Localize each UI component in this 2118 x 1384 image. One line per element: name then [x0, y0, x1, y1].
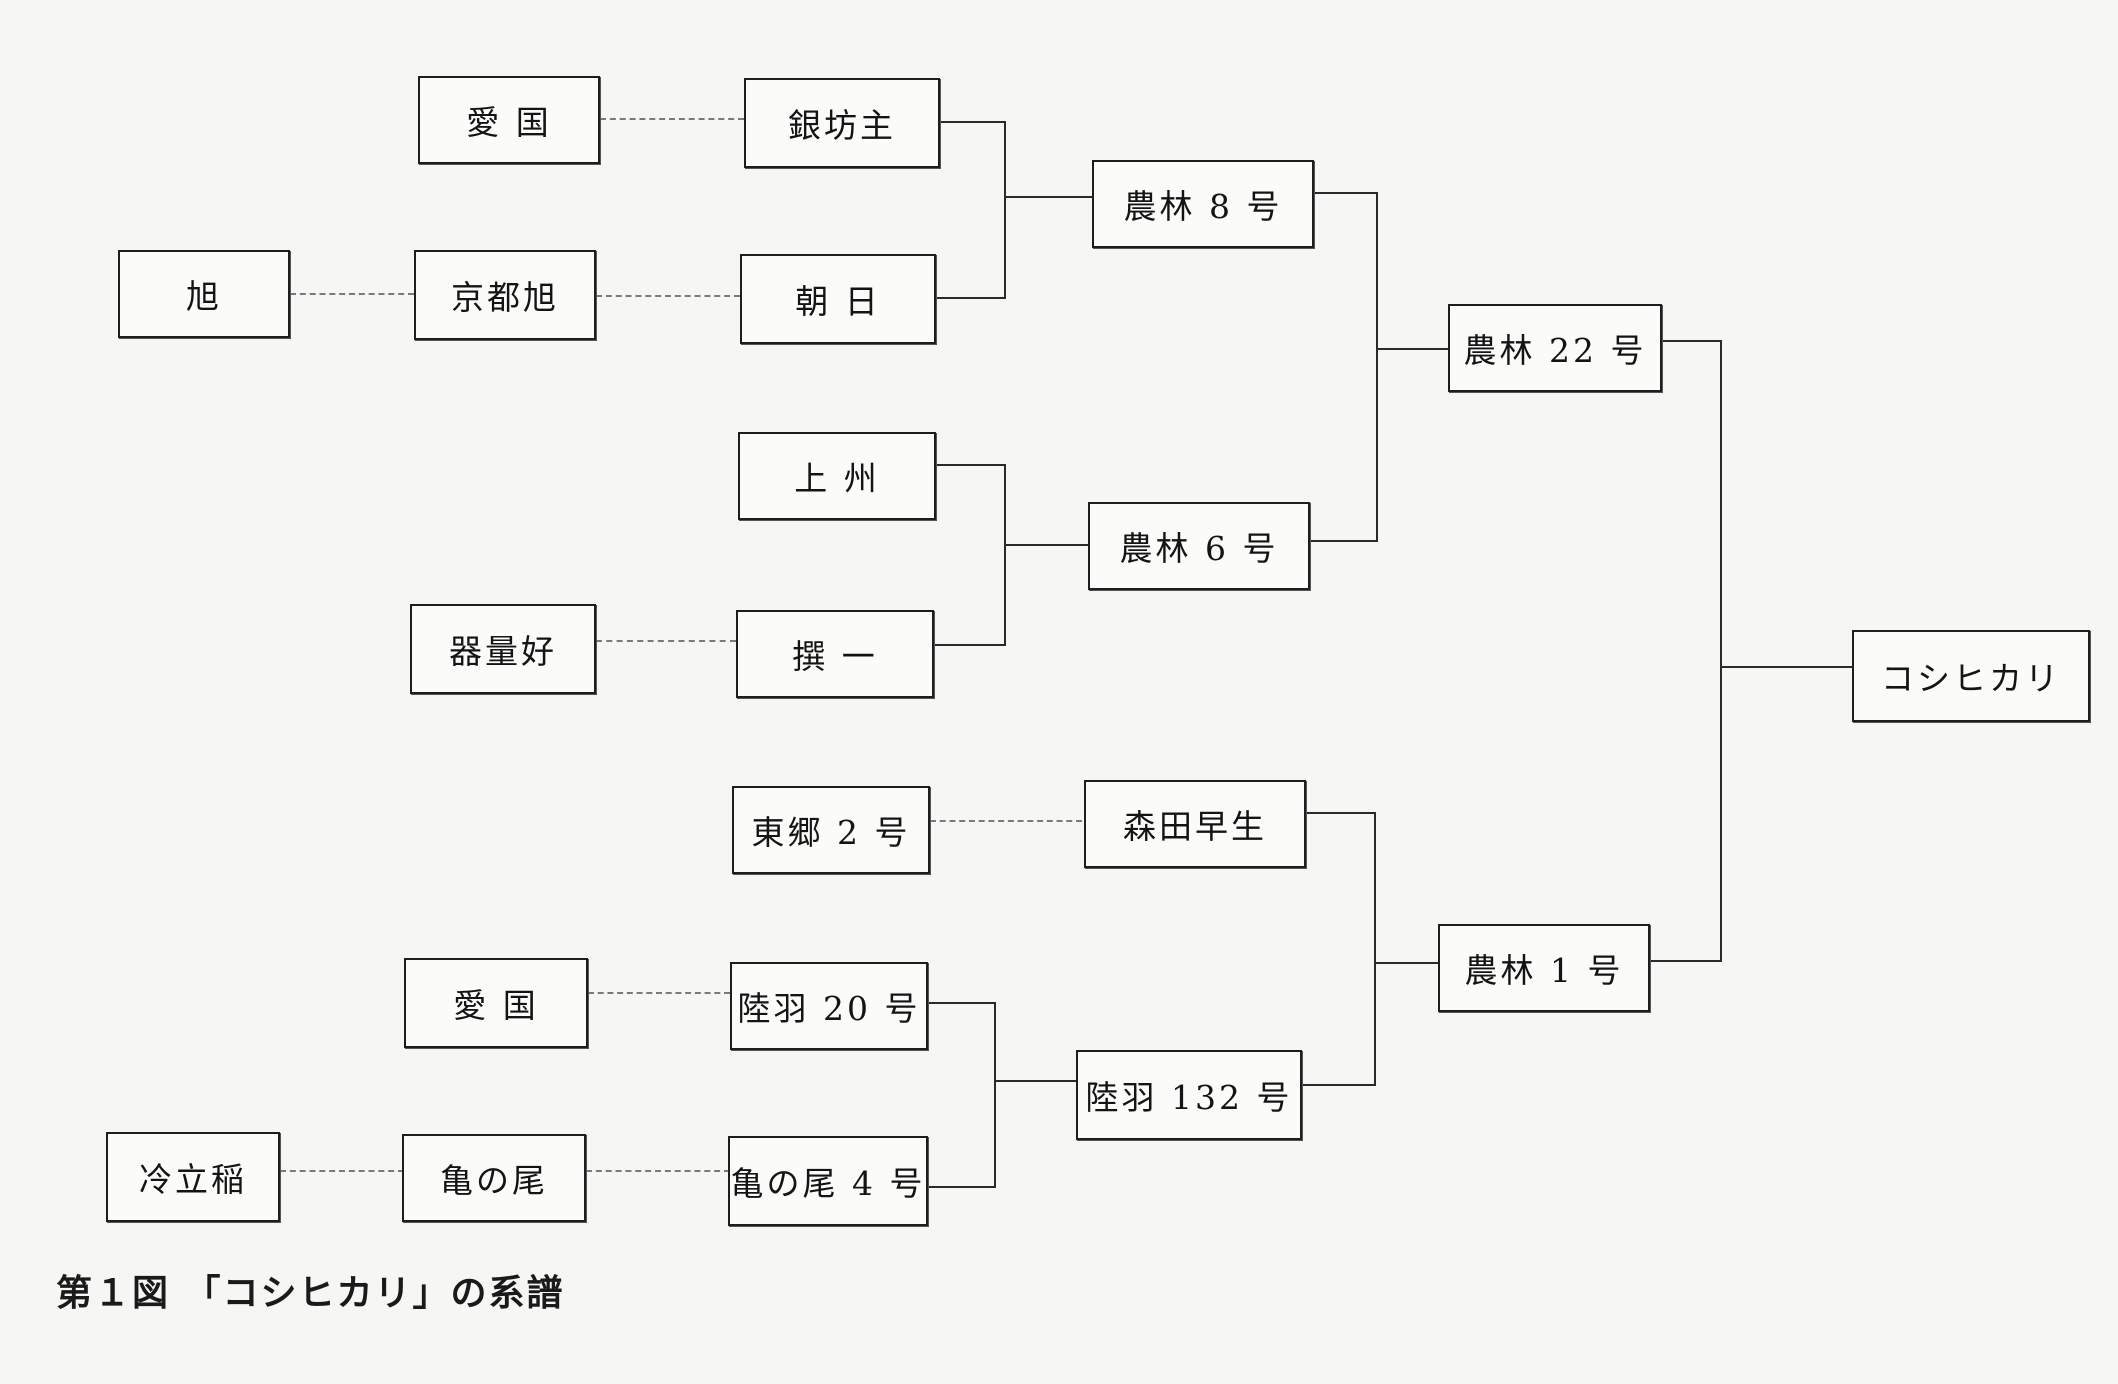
connector [1720, 340, 1722, 962]
node-label: 農林 22 号 [1463, 331, 1647, 370]
dashed-link [600, 118, 744, 120]
node-rikuu20: 陸羽 20 号 [730, 962, 928, 1050]
node-label: 農林 6 号 [1119, 529, 1279, 568]
node-label: 陸羽 132 号 [1085, 1078, 1293, 1117]
node-joshu: 上 州 [738, 432, 936, 520]
connector [1004, 544, 1088, 546]
node-label: 亀の尾 4 号 [730, 1164, 926, 1203]
node-aikoku-top: 愛 国 [418, 76, 600, 164]
dashed-link [290, 293, 414, 295]
node-kamenoo: 亀の尾 [402, 1134, 586, 1222]
node-label: 森田早生 [1123, 807, 1267, 846]
node-label: 器量好 [449, 632, 557, 671]
node-label: 撰 一 [792, 637, 878, 676]
node-label: コシヒカリ [1881, 659, 2061, 698]
node-label: 亀の尾 [440, 1161, 548, 1200]
dashed-link [588, 992, 730, 994]
node-label: 陸羽 20 号 [737, 989, 921, 1028]
connector [1306, 812, 1376, 814]
dashed-link [596, 295, 740, 297]
dashed-link [586, 1170, 730, 1172]
node-label: 愛 国 [466, 103, 552, 142]
node-togo2: 東郷 2 号 [732, 786, 930, 874]
connector [1720, 666, 1852, 668]
node-kamenoo4: 亀の尾 4 号 [728, 1136, 928, 1226]
connector [1300, 1084, 1376, 1086]
node-label: 朝 日 [795, 282, 881, 321]
connector [1374, 962, 1438, 964]
node-norin22: 農林 22 号 [1448, 304, 1662, 392]
connector [994, 1002, 996, 1188]
node-asahi: 旭 [118, 250, 290, 338]
node-label: 銀坊主 [788, 106, 896, 145]
connector [1004, 196, 1092, 198]
node-label: 旭 [186, 277, 222, 316]
node-label: 農林 8 号 [1123, 187, 1283, 226]
node-kyoto-asahi: 京都旭 [414, 250, 596, 340]
connector [934, 464, 1006, 466]
connector [1309, 540, 1378, 542]
connector [1004, 464, 1006, 646]
connector [1374, 812, 1376, 1086]
node-label: 愛 国 [453, 986, 539, 1025]
node-koshihikari: コシヒカリ [1852, 630, 2090, 722]
node-asahi-hi: 朝 日 [740, 254, 936, 344]
node-label: 京都旭 [451, 278, 559, 317]
node-label: 東郷 2 号 [751, 813, 911, 852]
connector [1004, 121, 1006, 299]
node-label: 冷立稲 [139, 1160, 247, 1199]
node-kiryoyoshi: 器量好 [410, 604, 596, 694]
connector [938, 121, 1006, 123]
node-norin8: 農林 8 号 [1092, 160, 1314, 248]
connector [1648, 960, 1722, 962]
node-label: 上 州 [794, 459, 880, 498]
figure-caption: 第１図 「コシヒカリ」の系譜 [56, 1273, 565, 1314]
node-reiritsuine: 冷立稲 [106, 1132, 280, 1222]
connector [928, 1002, 996, 1004]
connector [1610, 340, 1722, 342]
connector [994, 1080, 1076, 1082]
node-aikoku-bottom: 愛 国 [404, 958, 588, 1048]
dashed-link [596, 640, 736, 642]
node-senichi: 撰 一 [736, 610, 934, 698]
connector [1314, 192, 1378, 194]
node-norin1: 農林 1 号 [1438, 924, 1650, 1012]
connector [1376, 192, 1378, 542]
node-label: 農林 1 号 [1464, 951, 1624, 990]
dashed-link [930, 820, 1082, 822]
node-rikuu132: 陸羽 132 号 [1076, 1050, 1302, 1140]
dashed-link [280, 1170, 404, 1172]
connector [1376, 348, 1448, 350]
connector [928, 1186, 996, 1188]
node-moritawase: 森田早生 [1084, 780, 1306, 868]
node-ginbozu: 銀坊主 [744, 78, 940, 168]
connector [934, 297, 1006, 299]
node-norin6: 農林 6 号 [1088, 502, 1310, 590]
connector [932, 644, 1006, 646]
